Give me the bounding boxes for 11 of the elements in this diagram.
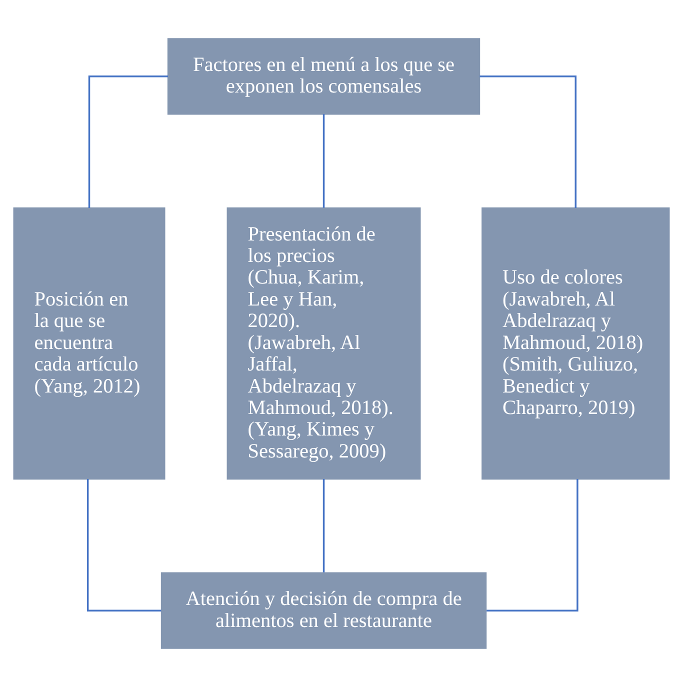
- node-box: Presentación de los precios (Chua, Karim, Lee y Han, 2020). (Jawabreh, Al Jaffal, Abdelrazaq y Mahmoud, 2018). (Yang, Kimes y Sessarego, 2009): [226, 207, 421, 480]
- connector: [322, 114, 325, 208]
- node-box: Uso de colores (Jawabreh, Al Abdelrazaq y Mahmoud, 2018) (Smith, Guliuzo, Benedict y Chaparro, 2019): [482, 207, 670, 480]
- node-box: Factores en el menú a los que se exponen los comensales: [167, 38, 480, 115]
- node-box: Atención y decisión de compra de alimentos en el restaurante: [160, 572, 487, 649]
- connector: [88, 76, 168, 208]
- connector: [486, 479, 578, 612]
- connector: [480, 76, 576, 208]
- node-box: Posición en la que se encuentra cada artículo (Yang, 2012): [13, 207, 166, 480]
- connector: [322, 479, 325, 572]
- connector: [86, 479, 162, 612]
